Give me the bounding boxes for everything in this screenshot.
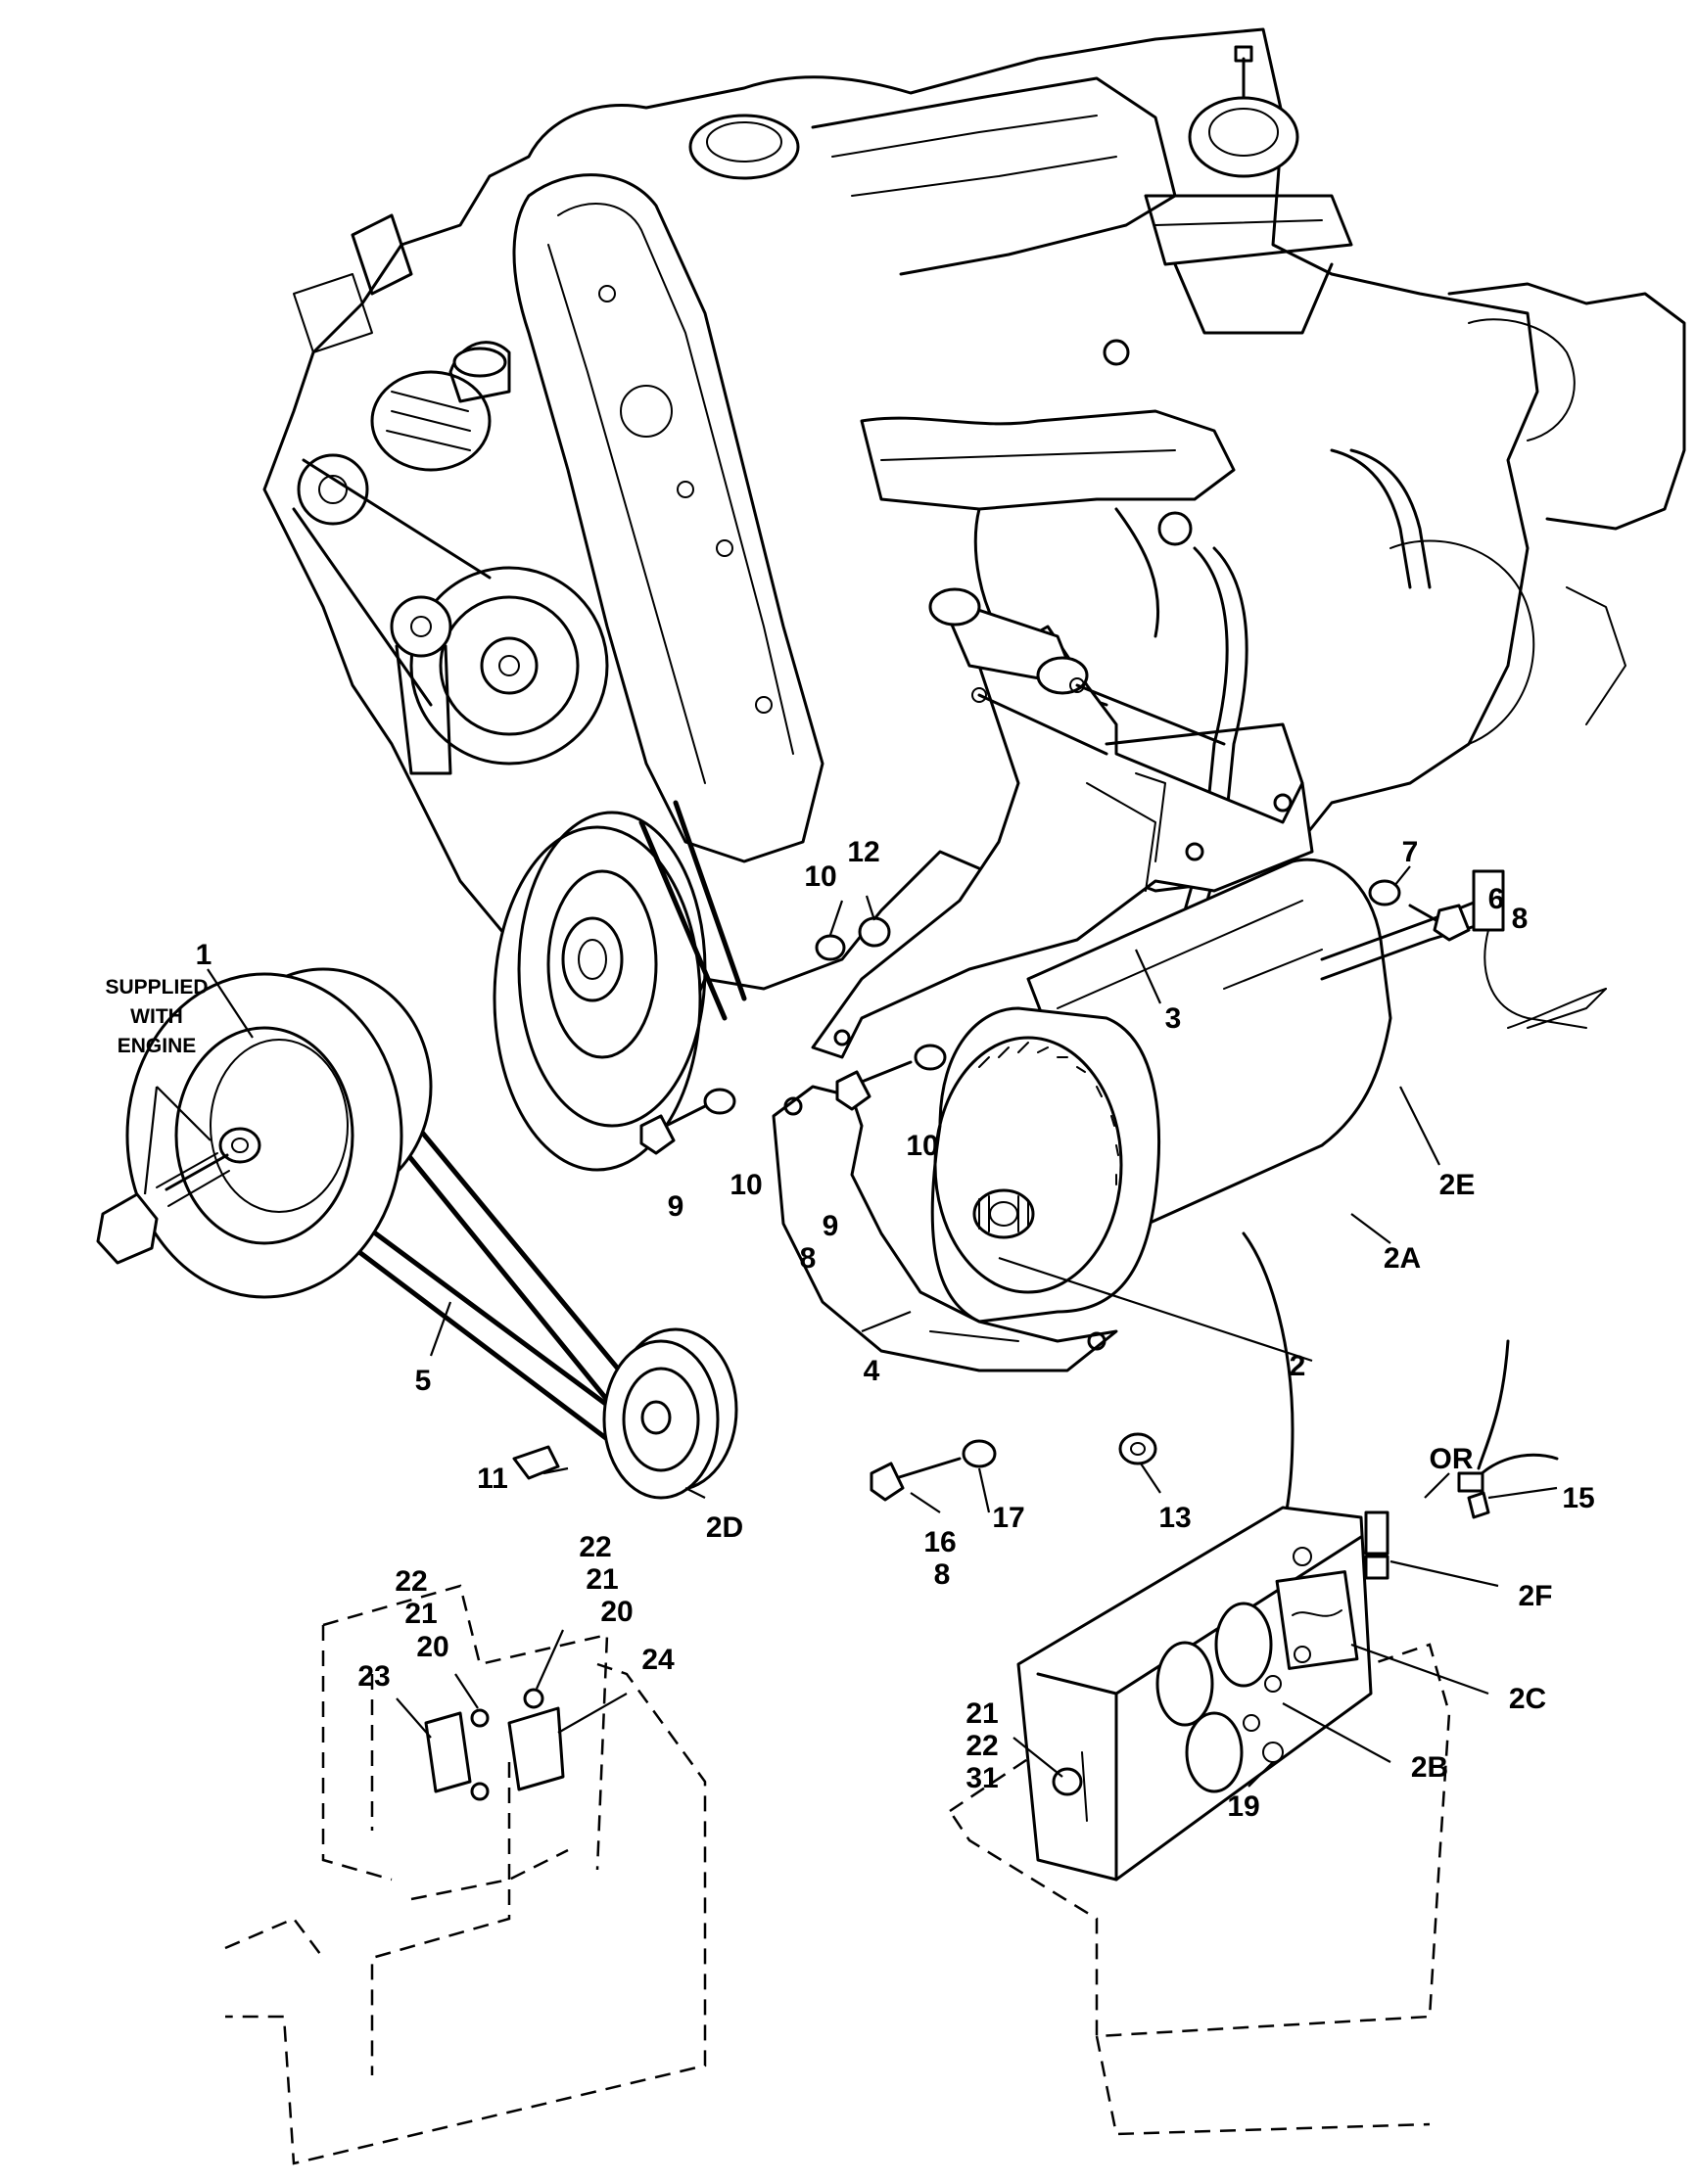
label-21-top: 21 [586, 1563, 618, 1596]
label-22-box: 22 [965, 1730, 998, 1762]
label-2b: 2B [1411, 1751, 1448, 1784]
leader-lines [143, 865, 1558, 1788]
label-13: 13 [1158, 1502, 1191, 1534]
label-2c: 2C [1509, 1683, 1546, 1715]
label-6: 6 [1488, 883, 1505, 915]
mounting-bracket-3 [811, 587, 1314, 1059]
label-8-top: 8 [1512, 903, 1529, 935]
label-22-left: 22 [395, 1565, 427, 1598]
label-10-left: 10 [730, 1169, 762, 1201]
label-2e: 2E [1439, 1169, 1476, 1201]
label-or: OR [1430, 1443, 1474, 1475]
label-17: 17 [992, 1502, 1024, 1534]
relay-mount [224, 1584, 707, 2165]
label-2f: 2F [1518, 1580, 1552, 1612]
generator-pulley-2d [512, 1327, 738, 1500]
note-engine: ENGINE [118, 1035, 197, 1057]
generator-2 [772, 858, 1607, 1529]
label-15: 15 [1562, 1482, 1594, 1514]
label-20-left: 20 [416, 1631, 448, 1663]
label-24: 24 [641, 1644, 675, 1676]
hardware [639, 879, 1471, 1502]
label-10-right: 10 [906, 1130, 938, 1162]
note-with: WITH [130, 1005, 183, 1028]
label-9-right: 9 [823, 1210, 839, 1242]
label-9-left: 9 [668, 1190, 684, 1223]
label-1: 1 [196, 939, 212, 971]
label-31: 31 [965, 1762, 998, 1794]
label-22-top: 22 [579, 1531, 611, 1563]
control-box [948, 1339, 1559, 2136]
label-10-upper: 10 [804, 860, 836, 893]
part-labels: SUPPLIED WITH ENGINE 1 10 12 7 6 8 3 2E … [105, 836, 1594, 1823]
label-8-mid: 8 [800, 1242, 817, 1275]
label-20-right: 20 [600, 1596, 633, 1628]
label-23: 23 [357, 1660, 390, 1693]
label-19: 19 [1227, 1790, 1259, 1823]
label-7: 7 [1402, 836, 1419, 868]
label-12: 12 [847, 836, 879, 868]
label-5: 5 [415, 1365, 432, 1397]
engine-assembly [262, 27, 1686, 1049]
label-3: 3 [1165, 1002, 1182, 1035]
label-2d: 2D [706, 1511, 743, 1544]
label-16: 16 [923, 1526, 956, 1558]
label-4: 4 [864, 1355, 880, 1387]
label-11: 11 [477, 1463, 508, 1495]
drive-pulley-1 [96, 967, 433, 1299]
label-2: 2 [1290, 1350, 1306, 1382]
label-21-box: 21 [965, 1697, 998, 1730]
label-21-left: 21 [404, 1598, 437, 1630]
label-8-bottom: 8 [934, 1558, 951, 1591]
crankshaft-pulley [493, 800, 747, 1172]
label-2a: 2A [1384, 1242, 1421, 1275]
note-supplied: SUPPLIED [105, 976, 208, 999]
